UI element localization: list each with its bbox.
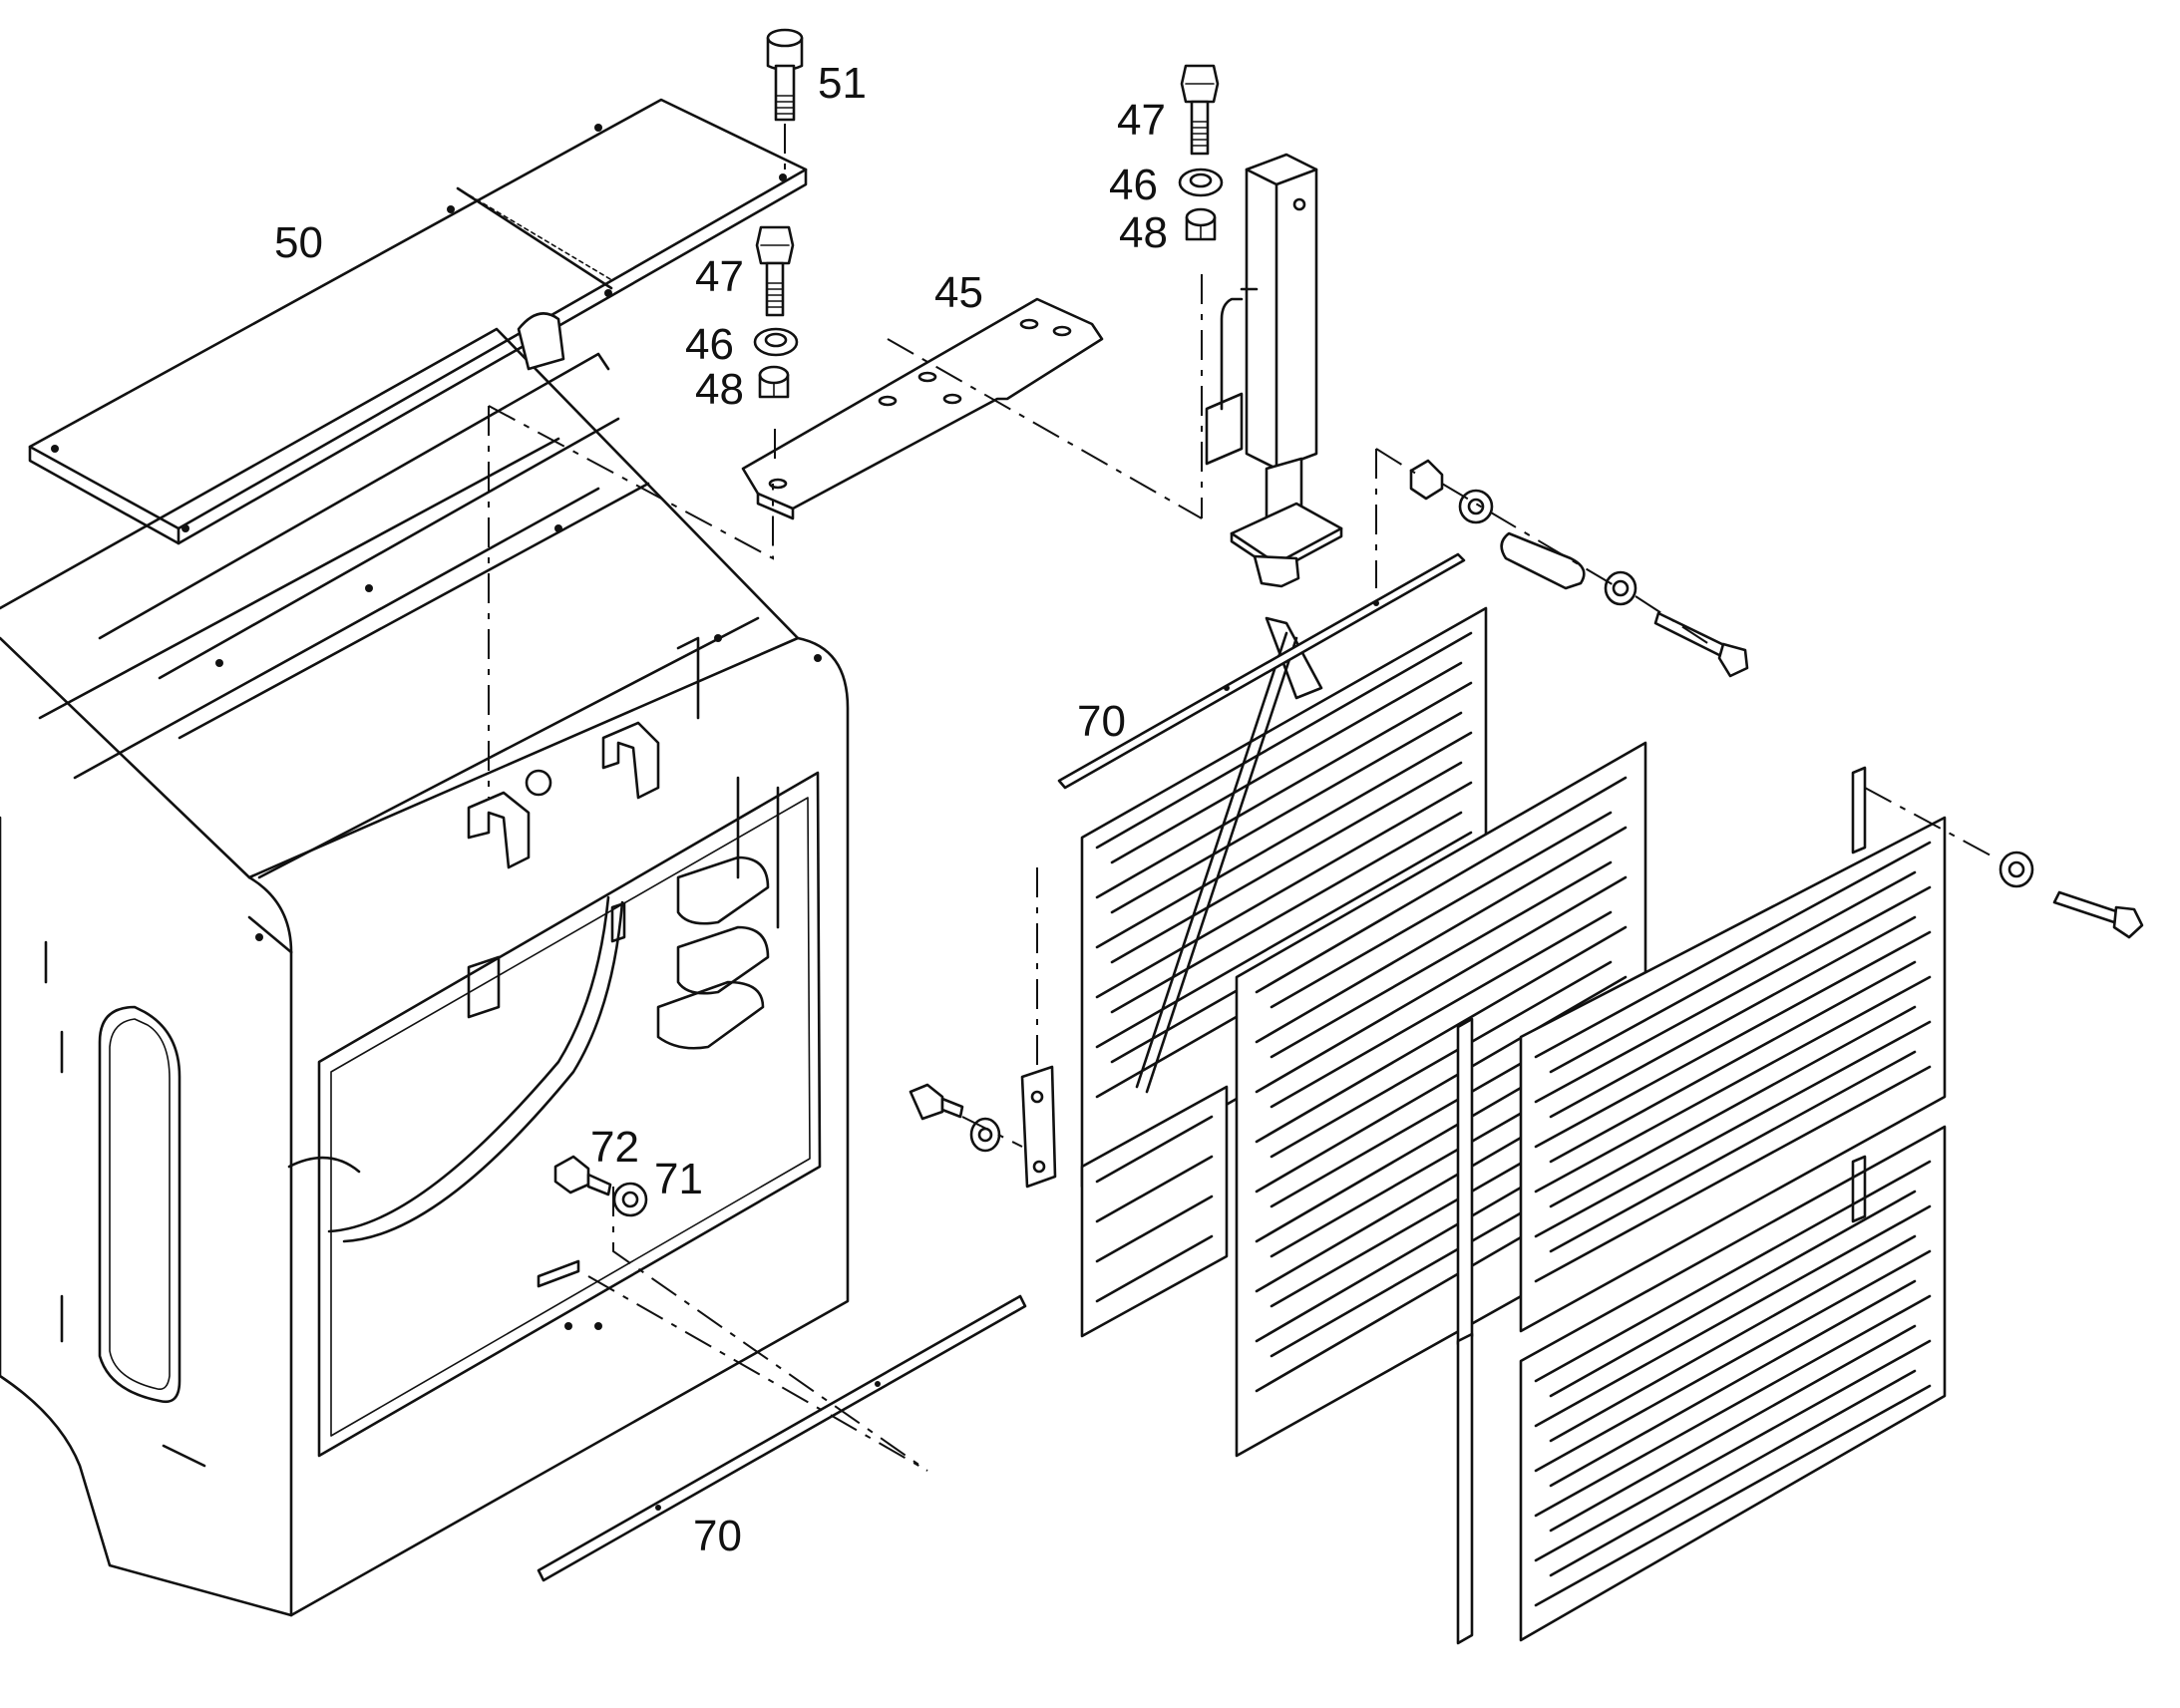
washer-part-71 bbox=[612, 1182, 648, 1217]
callout-71: 71 bbox=[654, 1155, 703, 1203]
callout-46-right: 46 bbox=[1109, 161, 1158, 209]
callout-70-lower: 70 bbox=[693, 1512, 742, 1560]
callout-72: 72 bbox=[590, 1123, 639, 1172]
callout-48-left: 48 bbox=[695, 365, 744, 414]
grille-panel-upper-right bbox=[1519, 816, 1947, 1333]
callout-48-right: 48 bbox=[1119, 208, 1168, 257]
callout-50: 50 bbox=[274, 218, 323, 267]
mounting-plate-part-45 bbox=[741, 297, 1104, 520]
nut-part-48-left bbox=[758, 365, 790, 399]
grille-panel-lower-right bbox=[1519, 1125, 1947, 1642]
callout-46-left: 46 bbox=[685, 320, 734, 369]
callout-45: 45 bbox=[934, 268, 983, 317]
callout-47-right: 47 bbox=[1117, 96, 1166, 145]
cover-plate-part-50 bbox=[28, 98, 808, 545]
washer-bolt-left-lower bbox=[908, 1065, 1057, 1189]
bolt-part-72 bbox=[553, 1155, 612, 1196]
strip-part-70-upper bbox=[1057, 552, 1466, 790]
washer-bolt-right-lower bbox=[1998, 851, 2144, 939]
hex-bolt-part-47-left bbox=[755, 225, 795, 317]
lifting-post bbox=[1205, 153, 1343, 588]
assembly-lines bbox=[488, 274, 1996, 1472]
callout-70-upper: 70 bbox=[1077, 697, 1126, 746]
hex-bolt-part-47-right bbox=[1180, 64, 1220, 156]
vertical-strip-center bbox=[1456, 766, 1867, 1645]
washer-part-46-left bbox=[753, 327, 799, 357]
washer-part-46-right bbox=[1178, 168, 1224, 197]
callout-47-left: 47 bbox=[695, 252, 744, 301]
enclosure-frame bbox=[0, 312, 850, 1617]
socket-screw-part-51 bbox=[766, 28, 804, 122]
spacer-hardware-set bbox=[1409, 459, 1749, 678]
grille-panel-lower-left bbox=[1080, 1085, 1229, 1338]
callout-51: 51 bbox=[818, 59, 867, 108]
nut-part-48-right bbox=[1185, 207, 1217, 241]
strip-part-70-lower bbox=[537, 1294, 1027, 1582]
